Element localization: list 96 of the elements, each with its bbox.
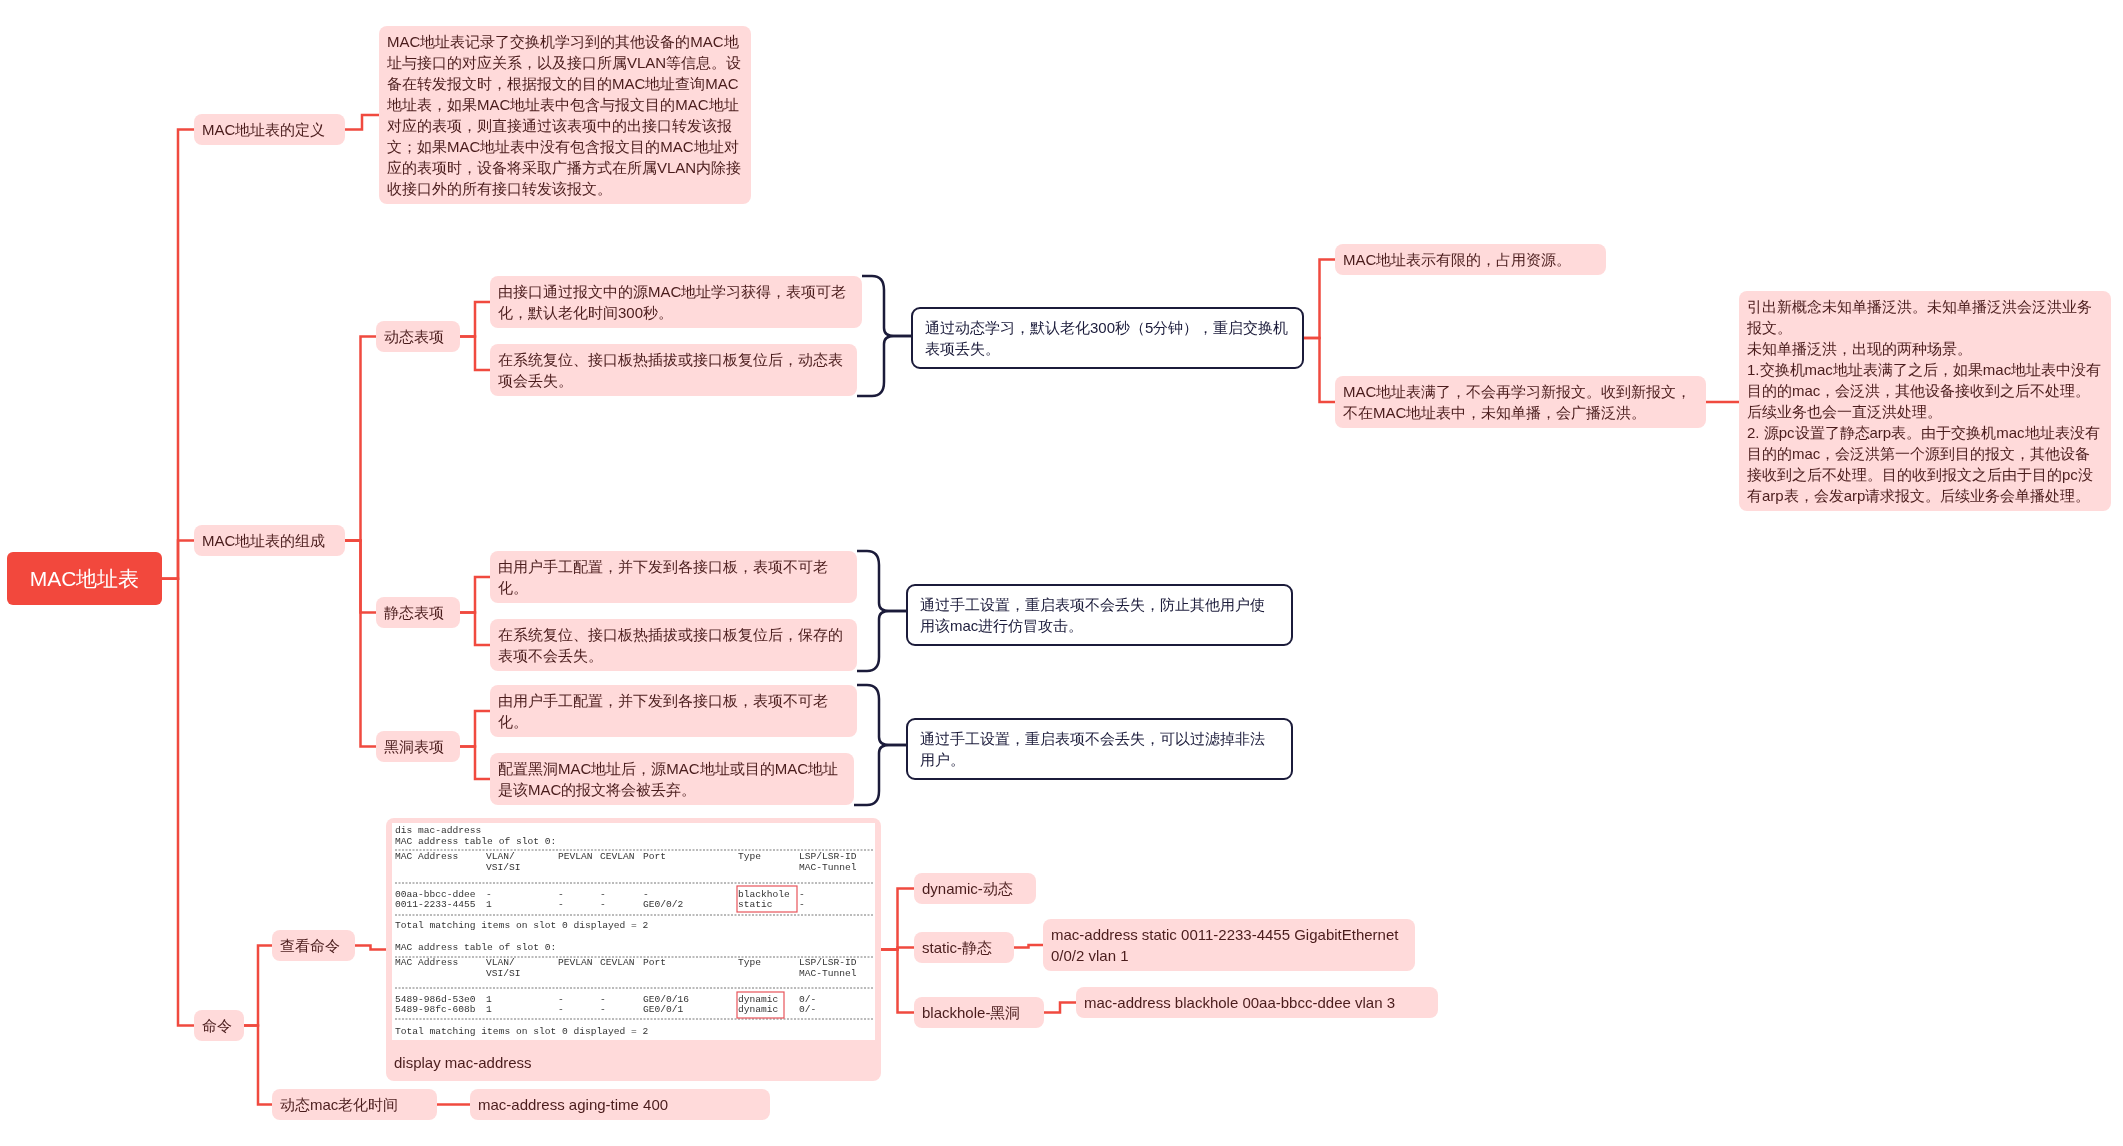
topic-node: dynamic-动态 xyxy=(914,873,1036,904)
topic-node: MAC地址表记录了交换机学习到的其他设备的MAC地址与接口的对应关系，以及接口所属VLAN等信息。设备在转发报文时，根据报文的目的MAC地址查询MAC地址表，如果MAC地址表中包含与报文目的MAC地址对应的表项，则直接通过该表项中的出接口转发该报文；如果MAC地址表中没有包含报文目的MAC地址对应的表项时，设备将采取广播方式在所属VLAN内除接收接口外的所有接口转发该报文。 xyxy=(379,26,751,204)
terminal-text: - xyxy=(600,1003,606,1015)
branch-line xyxy=(460,745,490,781)
terminal-text: GE0/0/16 xyxy=(643,993,690,1005)
terminal-text: VLAN/ VSI/SI xyxy=(486,957,522,979)
terminal-text: - xyxy=(558,888,564,900)
topic-node: 在系统复位、接口板热插拔或接口板复位后，动态表项会丢失。 xyxy=(490,344,857,396)
terminal-text: - xyxy=(600,898,606,910)
terminal-text: CEVLAN xyxy=(600,851,635,862)
terminal-text: - xyxy=(486,888,492,900)
terminal-text: 1 xyxy=(486,993,492,1005)
terminal-text: - xyxy=(643,888,649,900)
terminal-text: Total matching items on slot 0 displayed = 2 xyxy=(395,919,649,931)
terminal-text: 1 xyxy=(486,1003,492,1015)
branch-line xyxy=(460,335,490,372)
topic-node: blackhole-黑洞 xyxy=(914,997,1044,1028)
screenshot-caption: display mac-address xyxy=(393,1053,533,1073)
topic-node: 动态表项 xyxy=(376,321,460,352)
terminal-text: static xyxy=(738,898,773,910)
terminal-text: Total matching items on slot 0 displayed = 2 xyxy=(395,1025,649,1037)
terminal-text: - xyxy=(558,1003,564,1015)
note-paragraph: 未知单播泛洪，出现的两种场景。 xyxy=(1747,339,1973,359)
terminal-text: Port xyxy=(643,957,667,968)
topic-node: MAC地址表的组成 xyxy=(194,525,345,556)
terminal-text: 5489-986d-53e0 xyxy=(395,993,476,1005)
terminal-text: PEVLAN xyxy=(558,851,593,862)
topic-node: 在系统复位、接口板热插拔或接口板复位后，保存的表项不会丢失。 xyxy=(490,619,857,671)
terminal-text: LSP/LSR-ID MAC-Tunnel xyxy=(799,851,858,873)
branch-line xyxy=(1304,336,1335,404)
terminal-text: 0/- xyxy=(799,1003,817,1015)
branch-line xyxy=(355,944,386,951)
terminal-text: MAC address table of slot 0: xyxy=(395,835,557,847)
branch-line xyxy=(162,577,194,1027)
note-card xyxy=(1739,291,2111,511)
terminal-text: 0/- xyxy=(799,993,817,1005)
terminal-text: Type xyxy=(738,957,762,968)
topic-node: 由用户手工配置，并下发到各接口板，表项不可老化。 xyxy=(490,551,857,603)
terminal-text: dynamic xyxy=(738,993,779,1005)
terminal-text: - xyxy=(600,993,606,1005)
terminal-text: dis mac-address xyxy=(395,824,482,836)
topic-node: static-静态 xyxy=(914,932,1014,963)
topic-node: 查看命令 xyxy=(272,930,355,961)
terminal-text: PEVLAN xyxy=(558,957,593,968)
terminal-text: - xyxy=(558,993,564,1005)
central-topic: MAC地址表 xyxy=(7,552,162,606)
terminal-text: 1 xyxy=(486,898,492,910)
branch-line xyxy=(1706,400,1739,404)
branch-line xyxy=(881,948,914,1014)
topic-node: mac-address static 0011-2233-4455 GigabitEthernet 0/0/2 vlan 1 xyxy=(1043,919,1415,971)
terminal-text: blackhole xyxy=(738,888,790,900)
topic-node: MAC地址表满了，不会再学习新报文。收到新报文，不在MAC地址表中，未知单播，会广播泛洪。 xyxy=(1335,376,1706,428)
note-paragraph: 2. 源pc设置了静态arp表。由于交换机mac地址表没有目的的mac，会泛洪第一个源到目的报文，其他设备接收到之后不处理。目的收到报文之后由于目的pc没有arp表，会发arp请求报文。后续业务会单播处理。 xyxy=(1747,423,2101,506)
terminal-text: 5489-98fc-608b xyxy=(395,1003,476,1015)
terminal-text: - xyxy=(799,888,805,900)
summary-box: 通过手工设置，重启表项不会丢失，可以过滤掉非法用户。 xyxy=(906,718,1293,780)
terminal-text: Type xyxy=(738,851,762,862)
note-paragraph: 引出新概念未知单播泛洪。未知单播泛洪会泛洪业务报文。 xyxy=(1747,297,2093,338)
topic-node: MAC地址表的定义 xyxy=(194,114,345,145)
topic-node: MAC地址表示有限的，占用资源。 xyxy=(1335,244,1606,275)
topic-node: 黑洞表项 xyxy=(376,731,460,762)
note-paragraph: 1.交换机mac地址表满了之后，如果mac地址表中没有目的的mac，会泛洪，其他设备接收到之后不处理。后续业务也会一直泛洪处理。 xyxy=(1747,360,2103,422)
summary-box: 通过手工设置，重启表项不会丢失，防止其他用户使用该mac进行仿冒攻击。 xyxy=(906,584,1293,646)
terminal-text: 00aa-bbcc-ddee xyxy=(395,888,476,900)
terminal-text: GE0/0/2 xyxy=(643,898,684,910)
summary-box: 通过动态学习，默认老化300秒（5分钟），重启交换机表项丢失。 xyxy=(911,307,1304,369)
terminal-text: - xyxy=(600,888,606,900)
terminal-text: LSP/LSR-ID MAC-Tunnel xyxy=(799,957,858,979)
terminal-text: GE0/0/1 xyxy=(643,1003,684,1015)
screenshot-card xyxy=(386,818,881,1081)
topic-node: 由接口通过报文中的源MAC地址学习获得，表项可老化，默认老化时间300秒。 xyxy=(490,276,862,328)
branch-line xyxy=(345,539,376,748)
terminal-text: CEVLAN xyxy=(600,957,635,968)
terminal-text: dynamic xyxy=(738,1003,779,1015)
branch-line xyxy=(345,113,379,131)
terminal-text: VLAN/ VSI/SI xyxy=(486,851,522,873)
topic-node: mac-address blackhole 00aa-bbcc-ddee vlan 3 xyxy=(1076,987,1438,1018)
terminal-text: - xyxy=(558,898,564,910)
topic-node: 命令 xyxy=(194,1010,244,1041)
branch-line xyxy=(1044,1001,1076,1014)
branch-line xyxy=(244,1024,272,1106)
terminal-text: MAC address table of slot 0: xyxy=(395,941,557,953)
topic-node: 动态mac老化时间 xyxy=(272,1089,437,1120)
branch-line xyxy=(460,611,490,647)
topic-node: 由用户手工配置，并下发到各接口板，表项不可老化。 xyxy=(490,685,857,737)
topic-node: mac-address aging-time 400 xyxy=(470,1089,770,1120)
topic-node: 配置黑洞MAC地址后，源MAC地址或目的MAC地址是该MAC的报文将会被丢弃。 xyxy=(490,753,854,805)
brace-connector xyxy=(857,609,906,673)
terminal-text: MAC Address xyxy=(395,957,459,968)
branch-line xyxy=(1014,943,1043,949)
branch-line xyxy=(437,1103,470,1106)
terminal-text: - xyxy=(799,898,805,910)
terminal-text: Port xyxy=(643,851,667,862)
topic-node: 静态表项 xyxy=(376,597,460,628)
terminal-text: MAC Address xyxy=(395,851,459,862)
terminal-text: 0011-2233-4455 xyxy=(395,898,476,910)
